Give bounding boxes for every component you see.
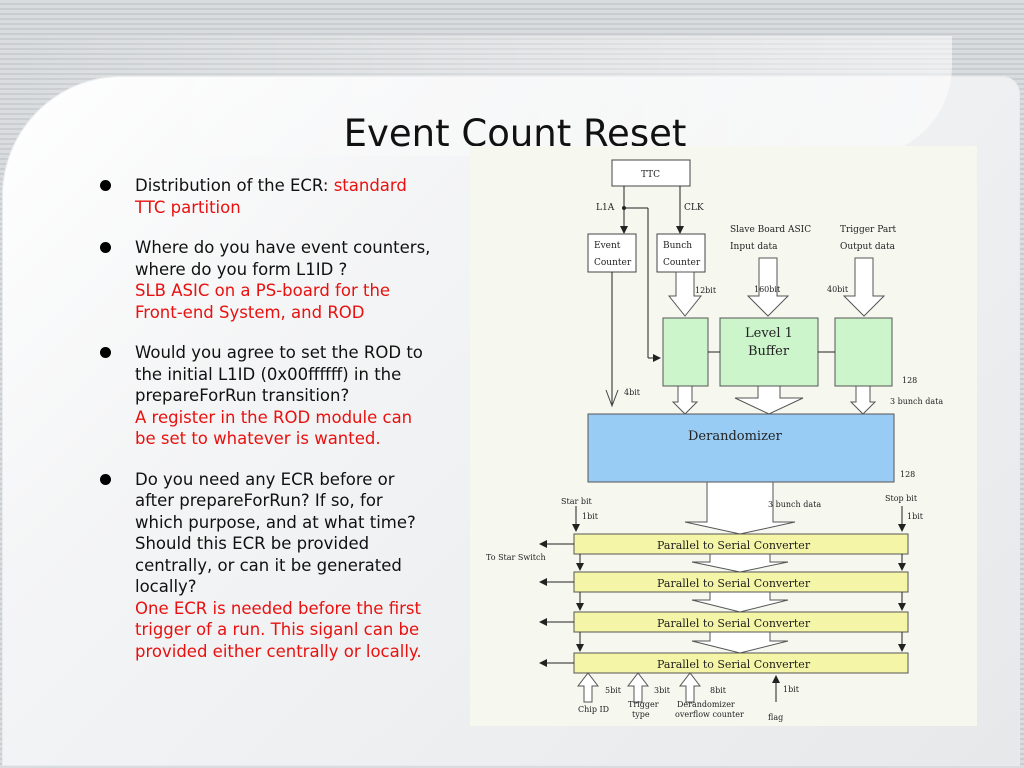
derand-overflow-label-1: Derandomizer xyxy=(677,700,735,709)
derand-overflow-label-2: overflow counter xyxy=(675,710,744,719)
three-bunch-right-label: 3 bunch data xyxy=(890,397,943,406)
arrow-8bit xyxy=(678,672,702,703)
bullet-dot xyxy=(100,180,111,191)
arrow-160bit xyxy=(746,257,790,317)
converter-1-label: Parallel to Serial Converter xyxy=(657,539,811,552)
trigger-type-label-1: Trigger xyxy=(628,700,659,709)
bit1-right-label: 1bit xyxy=(907,512,924,521)
arrow-3bit xyxy=(626,672,650,703)
clk-label: CLK xyxy=(684,203,704,213)
trigger-output-label-1: Trigger Part xyxy=(840,225,897,235)
bits-8-label: 8bit xyxy=(710,686,727,695)
bullet-answer: standard TTC partition xyxy=(135,176,407,217)
arrow-12bit xyxy=(667,271,703,317)
bullet-item: Would you agree to set the ROD to the in… xyxy=(100,342,495,450)
chip-id-label: Chip ID xyxy=(578,705,609,714)
level1-label-1: Level 1 xyxy=(745,326,793,341)
bits-40-label: 40bit xyxy=(827,285,849,294)
converter-4-label: Parallel to Serial Converter xyxy=(657,658,811,671)
ttc-box xyxy=(611,159,691,187)
bullet-dot xyxy=(100,242,111,253)
bits-1-label: 1bit xyxy=(783,685,800,694)
bullet-text: Do you need any ECR before or after prep… xyxy=(135,469,416,597)
trigger-buffer xyxy=(834,317,893,387)
event-counter-box xyxy=(587,233,637,273)
event-counter-label-1: Event xyxy=(594,241,621,251)
bunch-buffer xyxy=(662,317,709,387)
bit1-left-label: 1bit xyxy=(582,512,599,521)
slb-block-diagram: TTC L1A CLK Event Counter Bunch Counter … xyxy=(470,146,977,726)
bullet-text: Where do you have event counters, where … xyxy=(135,238,431,279)
bullet-list: Distribution of the ECR: standard TTC pa… xyxy=(100,175,495,681)
bullet-dot xyxy=(100,473,111,485)
slave-input-label-1: Slave Board ASIC xyxy=(730,225,811,235)
bunch-counter-box xyxy=(656,233,706,273)
arrow-5bit xyxy=(576,672,600,703)
derandomizer-label: Derandomizer xyxy=(688,429,783,444)
bunch-counter-label-1: Bunch xyxy=(663,241,692,251)
converter-2-label: Parallel to Serial Converter xyxy=(657,577,811,590)
bullet-answer: SLB ASIC on a PS-board for the Front-end… xyxy=(135,281,391,322)
bits-3-label: 3bit xyxy=(654,686,671,695)
bullet-text: Would you agree to set the ROD to the in… xyxy=(135,343,423,405)
bullet-answer: One ECR is needed before the first trigg… xyxy=(135,598,422,661)
bits-160-label: 160bit xyxy=(754,285,781,294)
event-counter-label-2: Counter xyxy=(594,258,632,268)
star-bit-label: Star bit xyxy=(561,497,593,506)
bits-4-label: 4bit xyxy=(624,388,641,397)
diagram-svg: TTC L1A CLK Event Counter Bunch Counter … xyxy=(486,159,943,722)
to-star-switch-label: To Star Switch xyxy=(486,553,546,562)
bullet-item: Do you need any ECR before or after prep… xyxy=(100,469,495,663)
flag-label: flag xyxy=(768,713,783,722)
bullet-item: Distribution of the ECR: standard TTC pa… xyxy=(100,175,495,218)
bits-5-label: 5bit xyxy=(605,686,622,695)
n128-top-label: 128 xyxy=(902,376,917,385)
bits-12-label: 12bit xyxy=(695,286,717,295)
level1-label-2: Buffer xyxy=(748,344,790,359)
l1a-label: L1A xyxy=(596,203,615,213)
stop-bit-label: Stop bit xyxy=(885,494,918,503)
bullet-text: Distribution of the ECR: xyxy=(135,176,334,195)
arrow-40bit xyxy=(842,257,886,317)
three-bunch-mid-label: 3 bunch data xyxy=(768,500,821,509)
converter-3-label: Parallel to Serial Converter xyxy=(657,617,811,630)
n128-bottom-label: 128 xyxy=(900,470,915,479)
trigger-type-label-2: type xyxy=(632,710,650,719)
slave-input-label-2: Input data xyxy=(730,242,778,252)
bullet-item: Where do you have event counters, where … xyxy=(100,237,495,323)
derandomizer-box xyxy=(587,413,895,483)
ttc-label: TTC xyxy=(641,170,660,180)
trigger-output-label-2: Output data xyxy=(840,242,896,252)
bullet-answer: A register in the ROD module can be set … xyxy=(135,407,413,449)
bullet-dot xyxy=(100,347,111,358)
panel-highlight xyxy=(0,36,952,156)
bunch-counter-label-2: Counter xyxy=(663,258,701,268)
